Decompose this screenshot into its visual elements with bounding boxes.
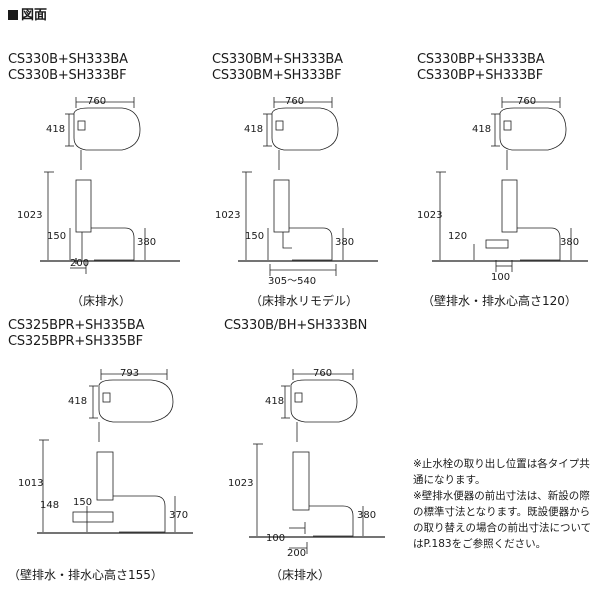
dim-floor: 150	[245, 231, 265, 242]
dim-bowl: 380	[137, 237, 157, 248]
dim-bowl: 380	[357, 510, 377, 521]
dim-depth: 418	[472, 124, 492, 135]
dim-bowl: 380	[335, 237, 355, 248]
toilet-diagram-2	[238, 97, 378, 276]
dim-pipe: 305～540	[268, 276, 317, 287]
note-item: ※壁排水便器の前出寸法は、新設の際の標準寸法となります。既設便器からの取り替えの…	[413, 490, 592, 550]
section-heading: 図面	[8, 4, 47, 23]
toilet-diagram-1	[40, 97, 180, 274]
dim-depth: 418	[68, 396, 88, 407]
section-title: 図面	[21, 8, 48, 23]
dim-floor-2: 148	[40, 500, 60, 511]
dim-depth: 418	[244, 124, 264, 135]
model-name: CS330B/BH+SH333BN	[224, 318, 368, 333]
dim-bowl: 370	[169, 510, 189, 521]
model-name: CS325BPR+SH335BF	[8, 334, 143, 349]
dim-depth: 418	[265, 396, 285, 407]
dim-width: 760	[87, 96, 107, 107]
figure-5-caption: （床排水）	[270, 568, 331, 582]
square-bullet-icon	[8, 10, 18, 20]
dim-pipe: 100	[491, 272, 511, 283]
figure-1-caption: （床排水）	[71, 294, 132, 308]
model-name: CS330BP+SH333BF	[417, 68, 544, 83]
dim-bowl: 380	[560, 237, 580, 248]
figure-4-models: CS325BPR+SH335BA CS325BPR+SH335BF	[8, 318, 144, 350]
model-name: CS330BM+SH333BA	[212, 52, 343, 67]
dim-height: 1023	[215, 210, 241, 221]
toilet-diagram-3	[432, 97, 588, 272]
dim-floor: 120	[448, 231, 468, 242]
figure-3-models: CS330BP+SH333BA CS330BP+SH333BF	[417, 52, 545, 84]
dim-width: 760	[517, 96, 537, 107]
figure-2-caption: （床排水リモデル）	[250, 294, 359, 308]
figure-2-models: CS330BM+SH333BA CS330BM+SH333BF	[212, 52, 343, 84]
dim-pipe: 200	[287, 548, 307, 559]
dim-height: 1023	[17, 210, 43, 221]
model-name: CS330B+SH333BF	[8, 68, 127, 83]
dim-floor: 100	[266, 533, 286, 544]
toilet-diagram-4	[37, 369, 193, 534]
model-name: CS330BP+SH333BA	[417, 52, 545, 67]
dim-height: 1013	[18, 478, 44, 489]
dim-floor: 150	[47, 231, 67, 242]
dim-floor: 150	[73, 497, 93, 508]
figure-5-models: CS330B/BH+SH333BN	[224, 318, 367, 334]
model-name: CS330BM+SH333BF	[212, 68, 342, 83]
dim-height: 1023	[228, 478, 254, 489]
model-name: CS330B+SH333BA	[8, 52, 128, 67]
dim-width: 793	[120, 368, 140, 379]
figure-3-caption: （壁排水・排水心高さ120）	[422, 294, 577, 308]
notes: ※止水栓の取り出し位置は各タイプ共通になります。 ※壁排水便器の前出寸法は、新設…	[413, 456, 596, 552]
toilet-diagram-5	[249, 369, 385, 554]
dim-pipe: 200	[70, 258, 90, 269]
model-name: CS325BPR+SH335BA	[8, 318, 145, 333]
dim-depth: 418	[46, 124, 66, 135]
dim-width: 760	[285, 96, 305, 107]
dim-height: 1023	[417, 210, 443, 221]
figure-4-caption: （壁排水・排水心高さ155）	[8, 568, 163, 582]
dim-width: 760	[313, 368, 333, 379]
note-item: ※止水栓の取り出し位置は各タイプ共通になります。	[413, 458, 590, 486]
figure-1-models: CS330B+SH333BA CS330B+SH333BF	[8, 52, 128, 84]
